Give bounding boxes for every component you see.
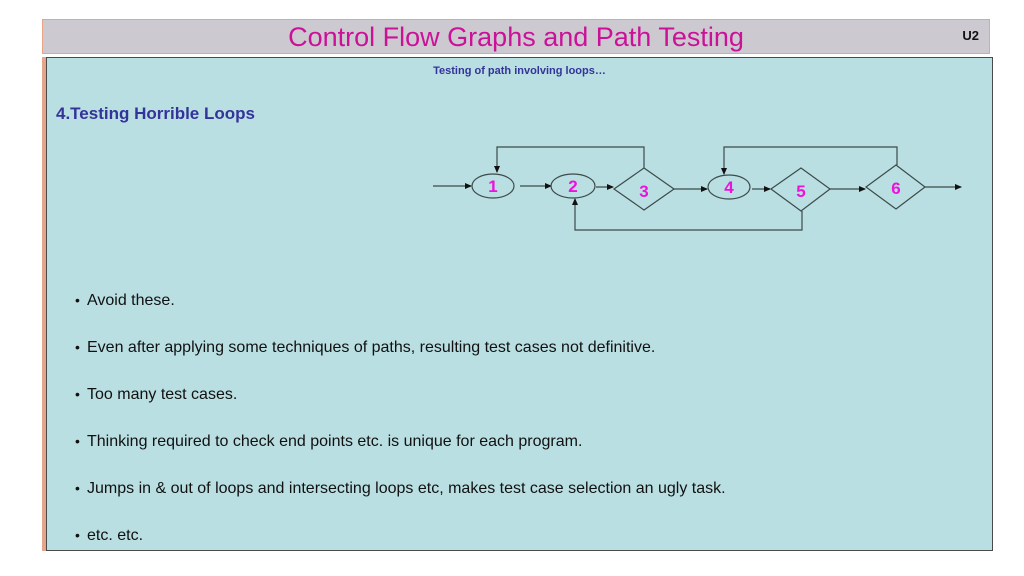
bullet-icon: • <box>75 480 80 496</box>
unit-badge: U2 <box>962 28 979 43</box>
bullet-text: Too many test cases. <box>87 386 238 403</box>
node-6-label: 6 <box>891 179 900 198</box>
loop-edge-5-2 <box>572 198 803 231</box>
loop-edge-3-1 <box>494 146 645 173</box>
bullet-text: etc. etc. <box>87 527 144 544</box>
node-3-label: 3 <box>639 182 648 201</box>
node-2-ellipse <box>550 173 596 199</box>
bullet-text: Thinking required to check end points et… <box>87 433 583 450</box>
bullet-item: • Jumps in & out of loops and intersectin… <box>75 478 726 525</box>
node-4-ellipse <box>707 174 751 200</box>
bullet-item: • Thinking required to check end points e… <box>75 431 726 478</box>
slide-title: Control Flow Graphs and Path Testing <box>288 22 744 52</box>
bullet-text: Avoid these. <box>87 292 175 309</box>
node-1-ellipse <box>471 173 515 199</box>
bullet-icon: • <box>75 339 80 355</box>
node-2-label: 2 <box>568 177 577 196</box>
section-heading: 4.Testing Horrible Loops <box>56 104 255 123</box>
title-bar: Control Flow Graphs and Path Testing U2 <box>42 19 990 54</box>
node-4-label: 4 <box>724 178 734 197</box>
node-1-label: 1 <box>488 177 497 196</box>
bullet-text: Even after applying some techniques of p… <box>87 339 656 356</box>
bullet-item: • Too many test cases. <box>75 384 726 431</box>
bullet-icon: • <box>75 433 80 449</box>
node-5-label: 5 <box>796 182 805 201</box>
node-5-diamond <box>769 167 832 212</box>
loop-edge-6-4 <box>721 146 898 175</box>
bullet-item: • Avoid these. <box>75 290 726 337</box>
bullet-icon: • <box>75 386 80 402</box>
slide-subtitle: Testing of path involving loops… <box>433 65 606 77</box>
left-accent-strip <box>42 57 46 551</box>
content-panel: Testing of path involving loops… 4.Testi… <box>46 57 993 551</box>
bullet-text: Jumps in & out of loops and intersecting… <box>87 480 726 497</box>
bullet-icon: • <box>75 292 80 308</box>
bullet-item: • Even after applying some techniques of … <box>75 337 726 384</box>
node-6-diamond <box>864 164 926 210</box>
bullet-item: • etc. etc. <box>75 525 726 572</box>
bullet-icon: • <box>75 527 80 543</box>
node-3-diamond <box>612 167 676 211</box>
bullet-list: • Avoid these. • Even after applying some … <box>75 290 726 572</box>
